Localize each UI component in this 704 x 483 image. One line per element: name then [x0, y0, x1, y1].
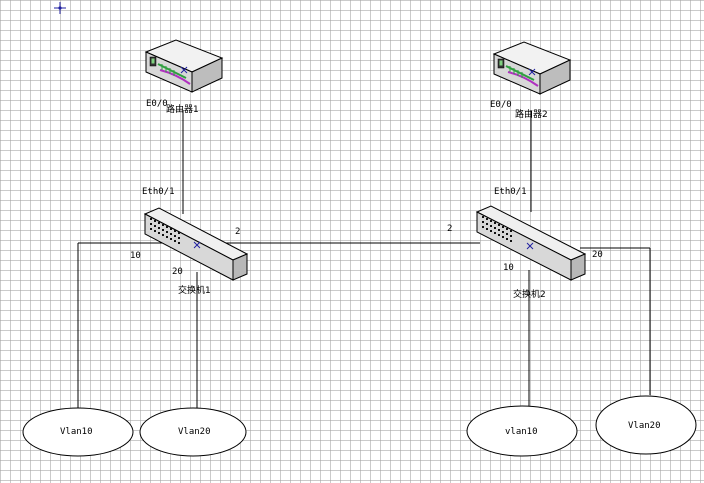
vlan-cloud-1[interactable]	[22, 407, 134, 457]
router2-name-label: 路由器2	[515, 110, 548, 120]
router-1[interactable]	[144, 39, 224, 93]
router2-port-label: E0/0	[490, 100, 512, 110]
vlan-label-4: Vlan20	[628, 421, 661, 431]
vlan-cloud-2[interactable]	[139, 407, 247, 457]
vlan-cloud-3[interactable]	[466, 405, 578, 457]
switch1-name-label: 交换机1	[178, 286, 211, 296]
vlan-label-1: Vlan10	[60, 427, 93, 437]
vlan-label-2: Vlan20	[178, 427, 211, 437]
switch2-port-a-label: 10	[503, 263, 514, 273]
switch1-trunk-port-label: 2	[235, 227, 241, 237]
switch1-port-b-label: 20	[172, 267, 183, 277]
switch1-port-a-label: 10	[130, 251, 141, 261]
vlan-label-3: vlan10	[505, 427, 538, 437]
crosshair-icon	[54, 2, 66, 14]
router1-port-label: E0/0	[146, 99, 168, 109]
switch2-name-label: 交换机2	[513, 290, 546, 300]
switch2-uplink-label: Eth0/1	[494, 187, 527, 197]
switch-2[interactable]	[475, 205, 587, 281]
switch2-trunk-port-label: 2	[447, 224, 453, 234]
router-2[interactable]	[492, 41, 572, 95]
vlan-cloud-4[interactable]	[595, 395, 697, 455]
switch1-uplink-label: Eth0/1	[142, 187, 175, 197]
switch-1[interactable]	[143, 207, 249, 281]
router1-name-label: 路由器1	[166, 105, 199, 115]
switch2-port-b-label: 20	[592, 250, 603, 260]
